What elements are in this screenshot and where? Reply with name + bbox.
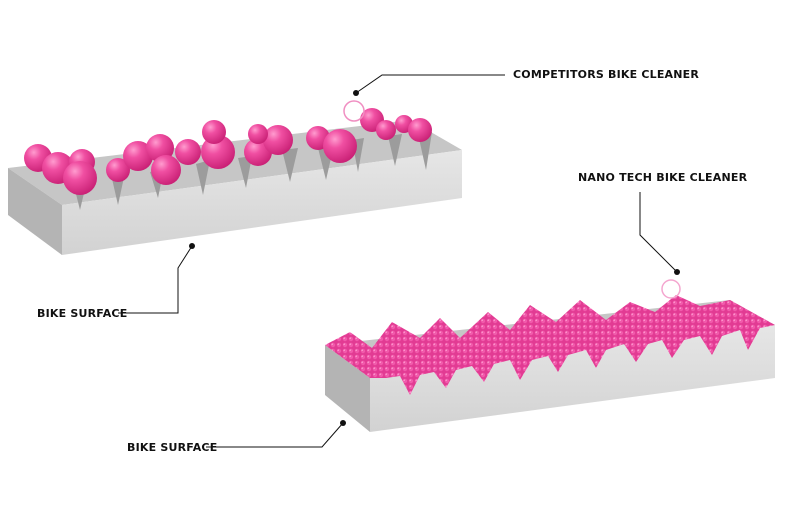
competitor-highlight-ring xyxy=(343,100,365,122)
leader-surface-top xyxy=(118,245,193,314)
nano-highlight-ring xyxy=(661,279,681,299)
nano-coating-layer xyxy=(325,295,775,395)
leader-nano xyxy=(639,192,678,273)
bottom-surface-block xyxy=(325,279,775,432)
bottom-block-end-face xyxy=(325,345,370,432)
leader-dots xyxy=(189,90,680,426)
pointer-dot-surface-top xyxy=(189,243,195,249)
label-bike-surface-bottom: BIKE SURFACE xyxy=(127,441,218,454)
label-bike-surface-top: BIKE SURFACE xyxy=(37,307,128,320)
pointer-dot-surface-bottom xyxy=(340,420,346,426)
competitor-droplets xyxy=(24,108,432,195)
label-competitors-cleaner: COMPETITORS BIKE CLEANER xyxy=(513,68,700,81)
top-block-front-face xyxy=(62,150,462,255)
leader-surface-bottom xyxy=(206,422,344,448)
pointer-dot-nano xyxy=(674,269,680,275)
label-nano-tech-cleaner: NANO TECH BIKE CLEANER xyxy=(578,171,748,184)
top-surface-block xyxy=(8,100,462,255)
pointer-dot-competitors xyxy=(353,90,359,96)
leader-lines xyxy=(118,74,678,448)
top-block-end-face xyxy=(8,168,62,255)
leader-competitors xyxy=(355,74,505,94)
